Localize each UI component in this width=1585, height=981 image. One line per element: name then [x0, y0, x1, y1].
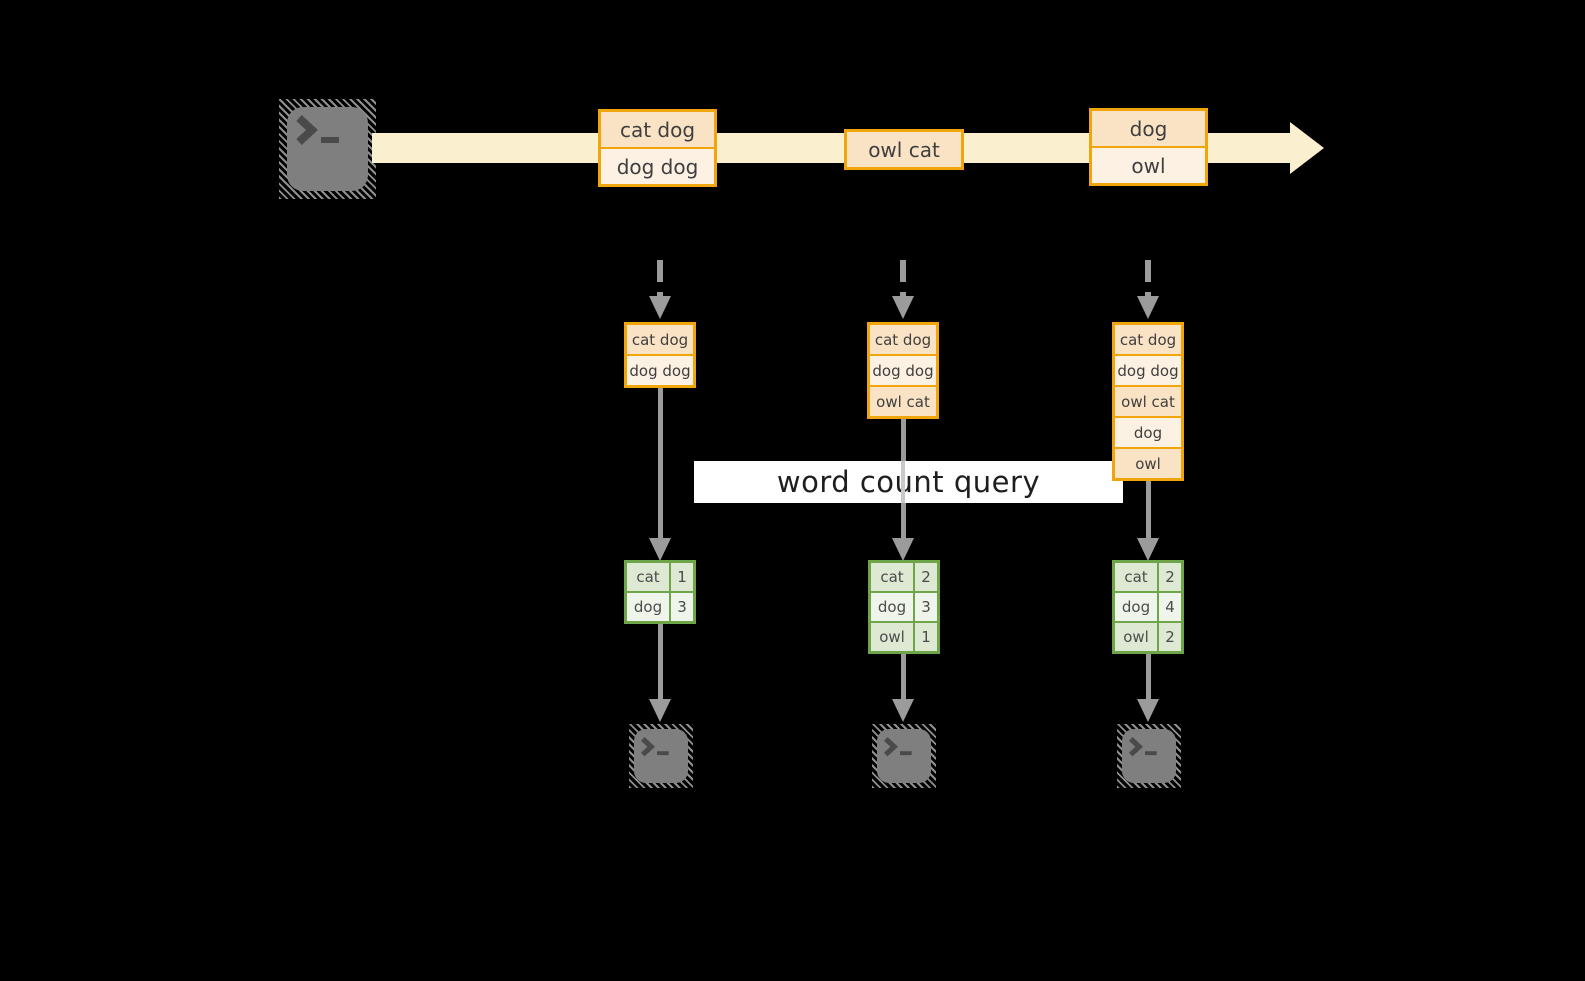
count-word: cat: [880, 568, 904, 586]
query-arrow-line: [1146, 481, 1151, 540]
output-arrow-line: [1146, 654, 1151, 700]
count-word: cat: [636, 568, 660, 586]
count-value: 1: [669, 563, 693, 591]
terminal-icon: [877, 729, 931, 783]
buffer-box-3: cat dog dog dog owl cat dog owl: [1112, 322, 1184, 481]
dashed-arrow-line: [1145, 260, 1151, 296]
query-arrow-head: [1137, 538, 1159, 561]
terminal-icon: [287, 107, 368, 191]
buffer-line: owl cat: [1115, 385, 1181, 416]
output-arrow-line: [901, 654, 906, 700]
stream-event-1: cat dog dog dog: [598, 109, 717, 187]
terminal-prompt-icon: [296, 115, 339, 145]
buffer-line: dog dog: [1115, 354, 1181, 385]
dashed-arrow-head: [1137, 296, 1159, 319]
output-arrow-head: [1137, 699, 1159, 722]
count-word: owl: [1123, 628, 1149, 646]
stream-arrowhead: [1290, 122, 1324, 174]
query-arrow-head: [892, 538, 914, 561]
terminal-prompt-icon: [641, 737, 669, 757]
count-word: dog: [1121, 598, 1151, 616]
buffer-line: owl: [1115, 447, 1181, 478]
count-word: dog: [877, 598, 907, 616]
event-line: cat dog: [601, 112, 714, 147]
sink-terminal-hatch: [872, 724, 936, 788]
stream-event-2: owl cat: [844, 129, 964, 170]
count-value: 2: [913, 563, 937, 591]
buffer-line: cat dog: [870, 325, 936, 354]
buffer-box-1: cat dog dog dog: [624, 322, 696, 388]
output-arrow-line: [658, 624, 663, 700]
terminal-icon: [634, 729, 688, 783]
event-line: dog: [1092, 111, 1205, 146]
sink-terminal-hatch: [1117, 724, 1181, 788]
event-line: owl: [1092, 146, 1205, 183]
dashed-arrow-head: [649, 296, 671, 319]
buffer-line: owl cat: [870, 385, 936, 416]
buffer-line: dog dog: [870, 354, 936, 385]
output-arrow-head: [649, 699, 671, 722]
count-value: 1: [913, 623, 937, 651]
source-terminal-hatch: [279, 99, 376, 199]
count-word: dog: [633, 598, 663, 616]
query-banner: word count query: [694, 461, 1123, 503]
sink-terminal-hatch: [629, 724, 693, 788]
count-value: 3: [913, 593, 937, 621]
output-arrow-head: [892, 699, 914, 722]
count-word: owl: [879, 628, 905, 646]
dashed-arrow-line: [900, 260, 906, 296]
buffer-line: dog: [1115, 416, 1181, 447]
count-value: 3: [669, 593, 693, 621]
dashed-arrow-line: [657, 260, 663, 296]
arrow-through-banner: [901, 461, 905, 503]
count-value: 2: [1157, 623, 1181, 651]
count-table-3: cat 2 dog 4 owl 2: [1112, 560, 1184, 654]
terminal-icon: [1122, 729, 1176, 783]
count-value: 2: [1157, 563, 1181, 591]
query-arrow-line: [658, 388, 663, 540]
buffer-line: cat dog: [1115, 325, 1181, 354]
buffer-line: cat dog: [627, 325, 693, 354]
buffer-line: dog dog: [627, 354, 693, 385]
count-value: 4: [1157, 593, 1181, 621]
terminal-prompt-icon: [1129, 737, 1157, 757]
count-word: cat: [1124, 568, 1148, 586]
stream-event-3: dog owl: [1089, 108, 1208, 186]
terminal-prompt-icon: [884, 737, 912, 757]
count-table-2: cat 2 dog 3 owl 1: [868, 560, 940, 654]
buffer-box-2: cat dog dog dog owl cat: [867, 322, 939, 419]
dashed-arrow-head: [892, 296, 914, 319]
event-line: owl cat: [847, 132, 961, 167]
count-table-1: cat 1 dog 3: [624, 560, 696, 624]
event-line: dog dog: [601, 147, 714, 184]
query-arrow-head: [649, 538, 671, 561]
